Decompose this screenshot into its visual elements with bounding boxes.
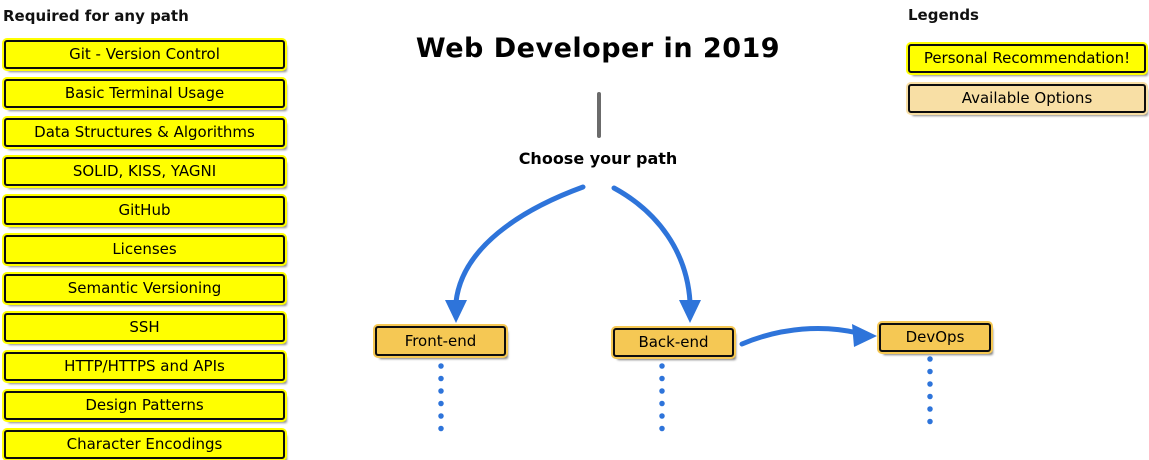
arrow-to-front-end	[445, 184, 586, 323]
required-item-http-apis[interactable]: HTTP/HTTPS and APIs	[4, 352, 285, 381]
choose-path-label: Choose your path	[518, 149, 678, 168]
path-node-devops[interactable]: DevOps	[879, 323, 991, 352]
title-divider-line	[597, 92, 601, 138]
path-node-back-end[interactable]: Back-end	[613, 328, 734, 357]
path-node-front-end[interactable]: Front-end	[375, 326, 506, 356]
required-item-solid-kiss-yagni[interactable]: SOLID, KISS, YAGNI	[4, 157, 285, 186]
required-item-terminal[interactable]: Basic Terminal Usage	[4, 79, 285, 108]
required-item-data-structures[interactable]: Data Structures & Algorithms	[4, 118, 285, 147]
legend-available-options: Available Options	[908, 84, 1146, 113]
required-item-character-encodings[interactable]: Character Encodings	[4, 430, 285, 459]
page-title: Web Developer in 2019	[415, 33, 781, 64]
required-section-heading: Required for any path	[3, 7, 189, 25]
legends-heading: Legends	[908, 6, 979, 24]
arrow-backend-to-devops	[739, 324, 877, 347]
required-item-semantic-versioning[interactable]: Semantic Versioning	[4, 274, 285, 303]
required-item-licenses[interactable]: Licenses	[4, 235, 285, 264]
arrow-to-back-end	[611, 185, 701, 323]
required-item-github[interactable]: GitHub	[4, 196, 285, 225]
required-item-git[interactable]: Git - Version Control	[4, 40, 285, 69]
required-item-ssh[interactable]: SSH	[4, 313, 285, 342]
legend-personal-recommendation: Personal Recommendation!	[908, 44, 1146, 73]
required-item-design-patterns[interactable]: Design Patterns	[4, 391, 285, 420]
